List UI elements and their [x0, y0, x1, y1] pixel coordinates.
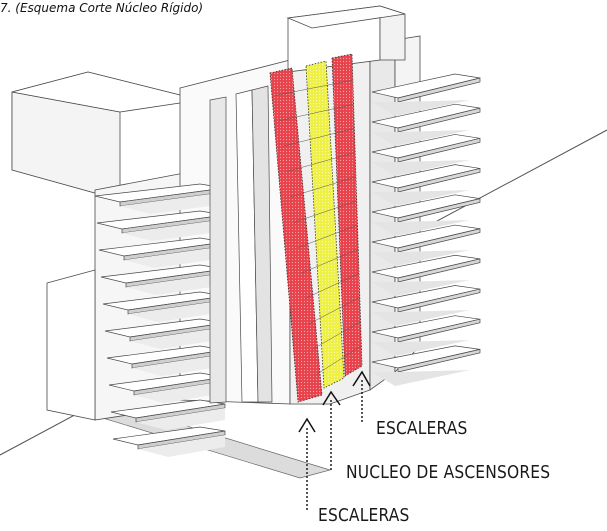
label-nucleo-de-ascensores: NUCLEO DE ASCENSORES — [346, 462, 551, 483]
right-balcony — [371, 345, 481, 386]
right-stair-shaft — [331, 53, 363, 377]
left-balcony — [112, 426, 226, 457]
right-balcony — [371, 285, 481, 326]
right-balcony — [371, 224, 481, 266]
left-balcony — [100, 264, 226, 295]
upper-block — [286, 5, 406, 73]
elevator-shaft — [305, 60, 345, 389]
right-balcony — [371, 134, 481, 176]
right-balcony — [371, 315, 481, 356]
left-stair-shaft — [269, 67, 323, 403]
label-escaleras-left: ESCALERAS — [318, 505, 410, 526]
left-balcony — [106, 345, 226, 376]
right-balcony — [371, 194, 481, 236]
right-balcony — [371, 254, 481, 296]
right-balcony — [371, 164, 481, 206]
left-balconies — [94, 183, 226, 457]
left-balcony — [104, 318, 226, 349]
column-strips — [209, 85, 273, 404]
label-escaleras-right: ESCALERAS — [376, 418, 468, 439]
left-balcony — [110, 399, 226, 430]
right-balcony — [371, 103, 481, 146]
core-shafts — [269, 53, 363, 403]
right-balcony — [371, 73, 481, 116]
left-balcony — [94, 183, 226, 214]
figure-caption: 7. (Esquema Corte Núcleo Rígido) — [0, 1, 204, 15]
pointer-escaleras-left — [298, 417, 316, 512]
right-balconies — [371, 73, 481, 386]
pointer-nucleo — [322, 390, 341, 470]
pointer-escaleras-right — [352, 370, 371, 424]
